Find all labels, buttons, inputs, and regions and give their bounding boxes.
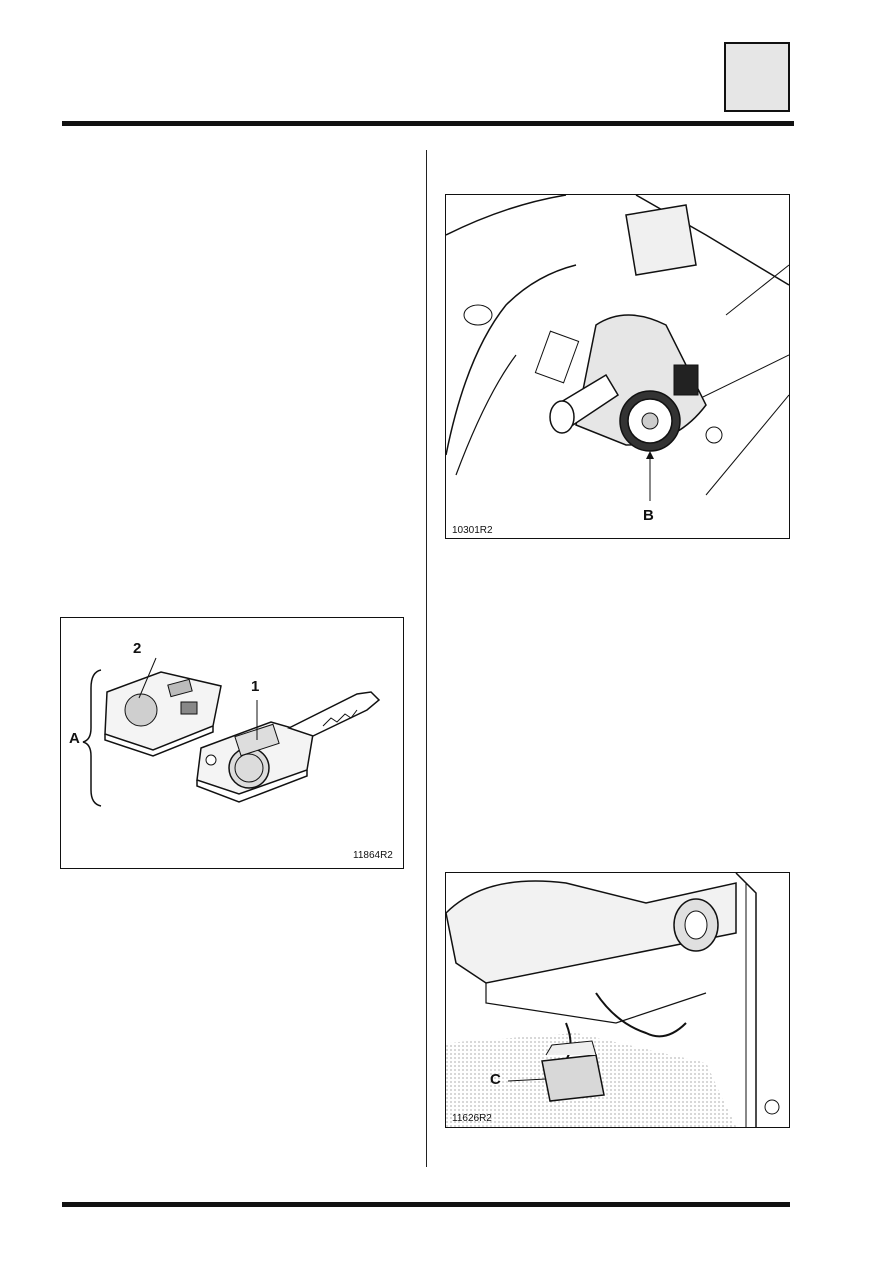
figure-key-fob: 2 1 A 11864R2 bbox=[60, 617, 404, 869]
figure-dashboard-module: C 11626R2 bbox=[445, 872, 790, 1128]
figure-reference: 11864R2 bbox=[353, 850, 393, 861]
column-divider bbox=[426, 150, 427, 1167]
key-fob-illustration bbox=[82, 657, 381, 807]
callout-2: 2 bbox=[133, 640, 142, 657]
section-tab-box bbox=[724, 42, 790, 112]
callout-c: C bbox=[490, 1071, 501, 1088]
figure-ignition-switch: B 10301R2 bbox=[445, 194, 790, 539]
header-rule bbox=[62, 121, 794, 126]
figure-reference: 10301R2 bbox=[452, 525, 493, 536]
figure-reference: 11626R2 bbox=[452, 1113, 492, 1124]
callout-1: 1 bbox=[251, 678, 260, 695]
callout-b: B bbox=[643, 507, 654, 524]
footer-rule bbox=[62, 1202, 790, 1207]
dashboard-module-illustration bbox=[446, 873, 780, 1127]
callout-a: A bbox=[69, 730, 80, 747]
ignition-switch-illustration bbox=[446, 195, 789, 501]
